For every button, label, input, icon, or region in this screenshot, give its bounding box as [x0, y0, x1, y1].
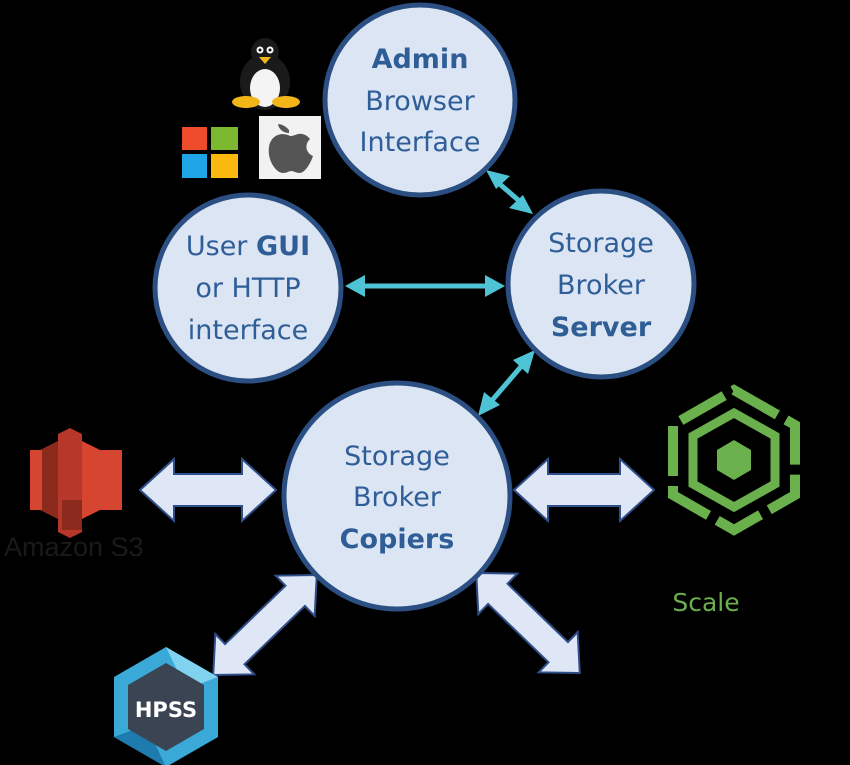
user-line3: interface [188, 315, 308, 346]
server-line2: Broker [557, 270, 646, 301]
copiers-line2: Broker [353, 482, 442, 513]
arrow-copiers-scale [512, 456, 656, 524]
server-line1: Storage [548, 228, 654, 259]
windows-icon [182, 127, 238, 178]
copiers-line3: Copiers [340, 524, 455, 555]
hpss-icon: HPSS [114, 647, 218, 765]
admin-line3: Interface [360, 127, 481, 158]
arrow-copiers-s3 [138, 456, 278, 524]
connector-user-server [345, 275, 505, 297]
linux-tux-icon [232, 38, 300, 110]
user-line2: or HTTP [195, 273, 300, 304]
node-circle [281, 380, 513, 612]
admin-line2: Browser [365, 86, 475, 117]
node-admin-browser-interface: Admin Browser Interface [322, 2, 518, 198]
copiers-line1: Storage [344, 441, 450, 472]
user-line1: User GUI [186, 231, 310, 262]
node-circle [322, 2, 518, 198]
scale-label: Scale [672, 588, 739, 617]
node-storage-broker-server: Storage Broker Server [505, 188, 697, 380]
user-line1-regular: User [186, 231, 256, 262]
node-circle [505, 188, 697, 380]
connector-admin-server [486, 170, 533, 214]
connector-server-copiers [478, 350, 535, 416]
node-storage-broker-copiers: Storage Broker Copiers [281, 380, 513, 612]
hpss-label: HPSS [135, 698, 197, 722]
apple-icon [259, 116, 321, 179]
arrow-copiers-lower-right [475, 571, 581, 675]
user-line1-bold: GUI [256, 231, 310, 262]
amazon-s3-label: Amazon S3 [4, 532, 144, 562]
server-line3: Server [551, 312, 652, 343]
ibm-scale-icon [668, 384, 800, 536]
admin-line1: Admin [372, 44, 469, 75]
node-user-gui: User GUI or HTTP interface [152, 192, 344, 384]
node-circle [152, 192, 344, 384]
amazon-s3-icon [30, 428, 122, 538]
